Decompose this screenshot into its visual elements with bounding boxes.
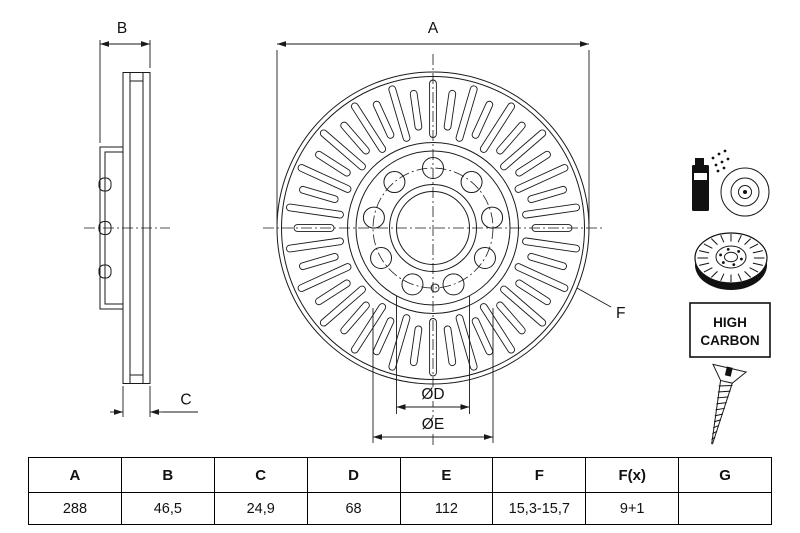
dim-label-d: ØD [421,386,444,403]
dim-label-b: B [117,20,127,37]
hat-hole [98,177,112,192]
header-row: A B C D E F F(x) G [28,457,772,493]
value-g [678,492,772,525]
high-carbon-badge: HIGH CARBON [689,302,771,358]
value-e: 112 [399,492,494,525]
brake-disc-3d-icon [694,232,768,290]
technical-drawing: A B C ØD [84,20,771,447]
col-header-a: A [28,457,122,493]
dim-label-f: F [616,305,625,322]
value-f: 15,3-15,7 [492,492,587,525]
col-header-b: B [120,457,215,493]
dimension-a: A [276,20,590,224]
col-header-f: F [492,457,587,493]
col-header-c: C [213,457,308,493]
hat-hole [98,264,112,279]
col-header-d: D [306,457,401,493]
dimension-f: F [576,287,625,322]
icon-column: HIGH CARBON [689,149,771,445]
high-carbon-line2: CARBON [700,333,759,348]
countersunk-screw-icon [711,363,748,445]
dimension-c: C [110,386,198,417]
dim-label-e: ØE [422,416,444,433]
value-a: 288 [28,492,122,525]
value-d: 68 [306,492,401,525]
dimension-b: B [99,20,151,143]
dimensions: A B C ØD [99,20,625,443]
col-header-e: E [399,457,494,493]
dimension-e: ØE [372,308,494,443]
value-b: 46,5 [120,492,215,525]
value-c: 24,9 [213,492,308,525]
dim-label-c: C [180,392,191,409]
dimension-d: ØD [396,296,470,414]
dim-label-a: A [428,20,439,37]
col-header-fx: F(x) [585,457,680,493]
value-fx: 9+1 [585,492,680,525]
high-carbon-line1: HIGH [713,315,747,330]
vent-slots [286,79,580,377]
side-view [98,72,151,384]
col-header-g: G [678,457,772,493]
dimension-table: A B C D E F F(x) G 288 46,5 24,9 68 112 … [28,457,772,525]
value-row: 288 46,5 24,9 68 112 15,3-15,7 9+1 [28,492,772,525]
coating-spray-icon [692,149,770,217]
